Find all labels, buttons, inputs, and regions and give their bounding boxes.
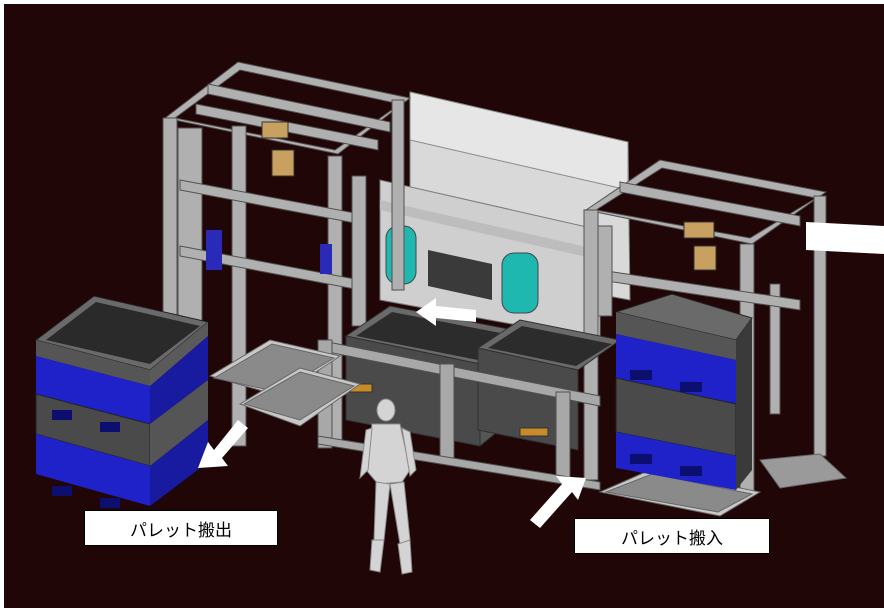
machine-window-right [501, 252, 539, 314]
human-figure [359, 398, 417, 575]
arrow-pallet-in [530, 476, 586, 528]
arrow-pallet-out [198, 420, 248, 468]
arrow-to-machine [416, 298, 476, 326]
arrow-top-right [806, 222, 884, 254]
left-tower-frame [162, 61, 412, 447]
left-roller-conveyor [208, 339, 362, 427]
pallet-in-label: パレット搬入 [574, 518, 770, 554]
right-gantry-head [683, 221, 717, 271]
flow-arrows [198, 222, 884, 528]
right-roller-conveyor [598, 453, 848, 517]
left-pallet-stack [34, 295, 210, 508]
pallet-out-label: パレット搬出 [84, 510, 278, 546]
right-pallet-stack [614, 293, 753, 490]
left-gantry-head [206, 121, 332, 274]
